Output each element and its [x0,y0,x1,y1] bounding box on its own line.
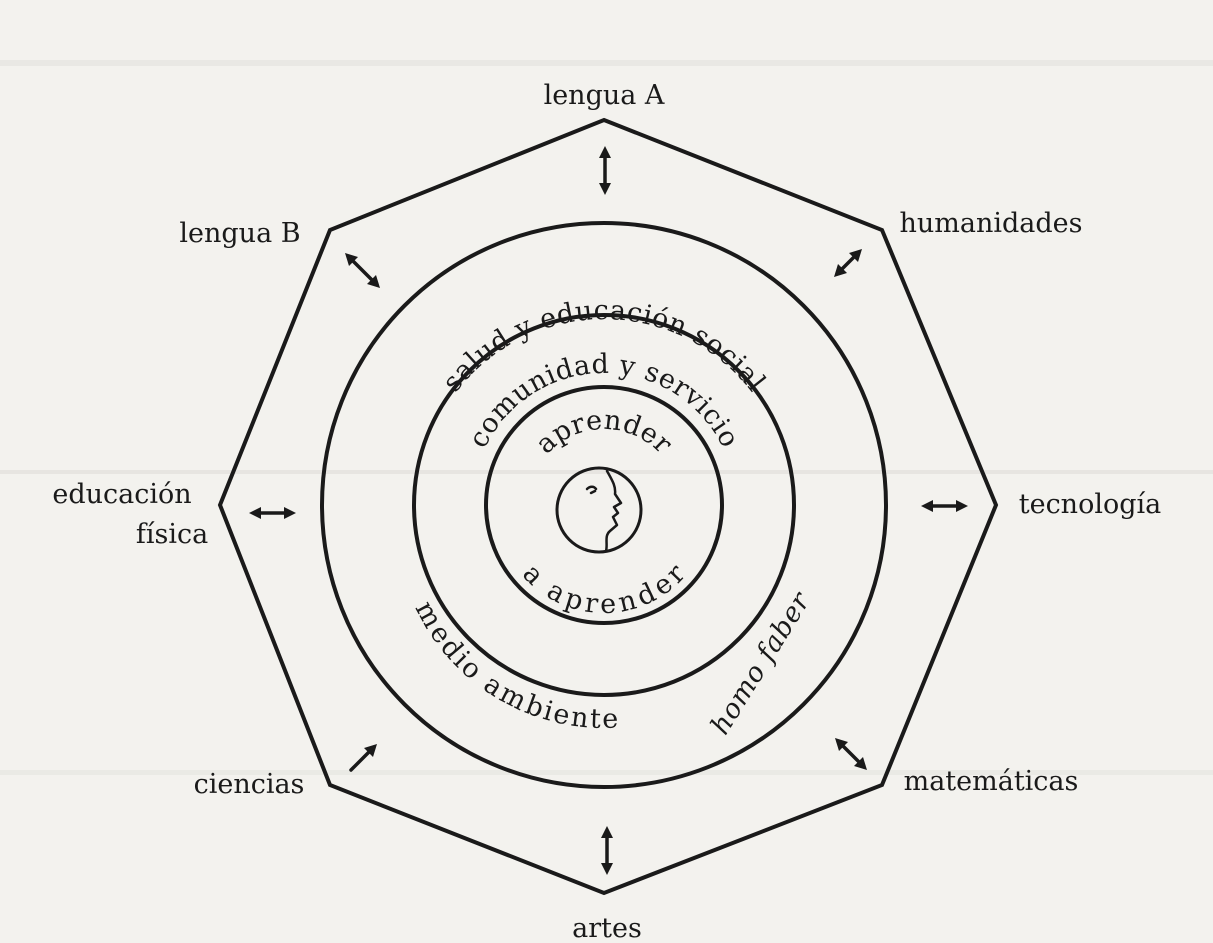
label-artes: artes [572,913,642,943]
middle-ring [412,313,796,697]
arrow-top-icon [599,146,611,195]
arrow-bottom-icon [601,826,613,875]
label-matematicas: matemáticas [904,766,1079,797]
arrows [249,146,968,875]
label-humanidades: humanidades [899,208,1082,239]
arrow-left-icon [249,507,296,519]
arrow-top-left-icon [345,253,380,288]
arrow-bottom-right-icon [835,738,867,770]
label-educacion: educación [52,479,191,510]
face-profile-icon [585,469,623,553]
label-tecnologia: tecnología [1019,489,1162,520]
inner-ring [484,385,724,625]
label-lengua-a: lengua A [544,80,665,111]
arrow-top-right-icon [834,249,862,277]
octagon-outline [217,117,999,896]
label-lengua-b: lengua B [179,218,300,249]
label-fisica: física [136,519,208,550]
arrow-right-icon [921,500,968,512]
core-circle [555,466,643,554]
label-ciencias: ciencias [194,769,305,800]
outer-ring [320,221,888,789]
arrow-bottom-left-icon [349,744,377,772]
